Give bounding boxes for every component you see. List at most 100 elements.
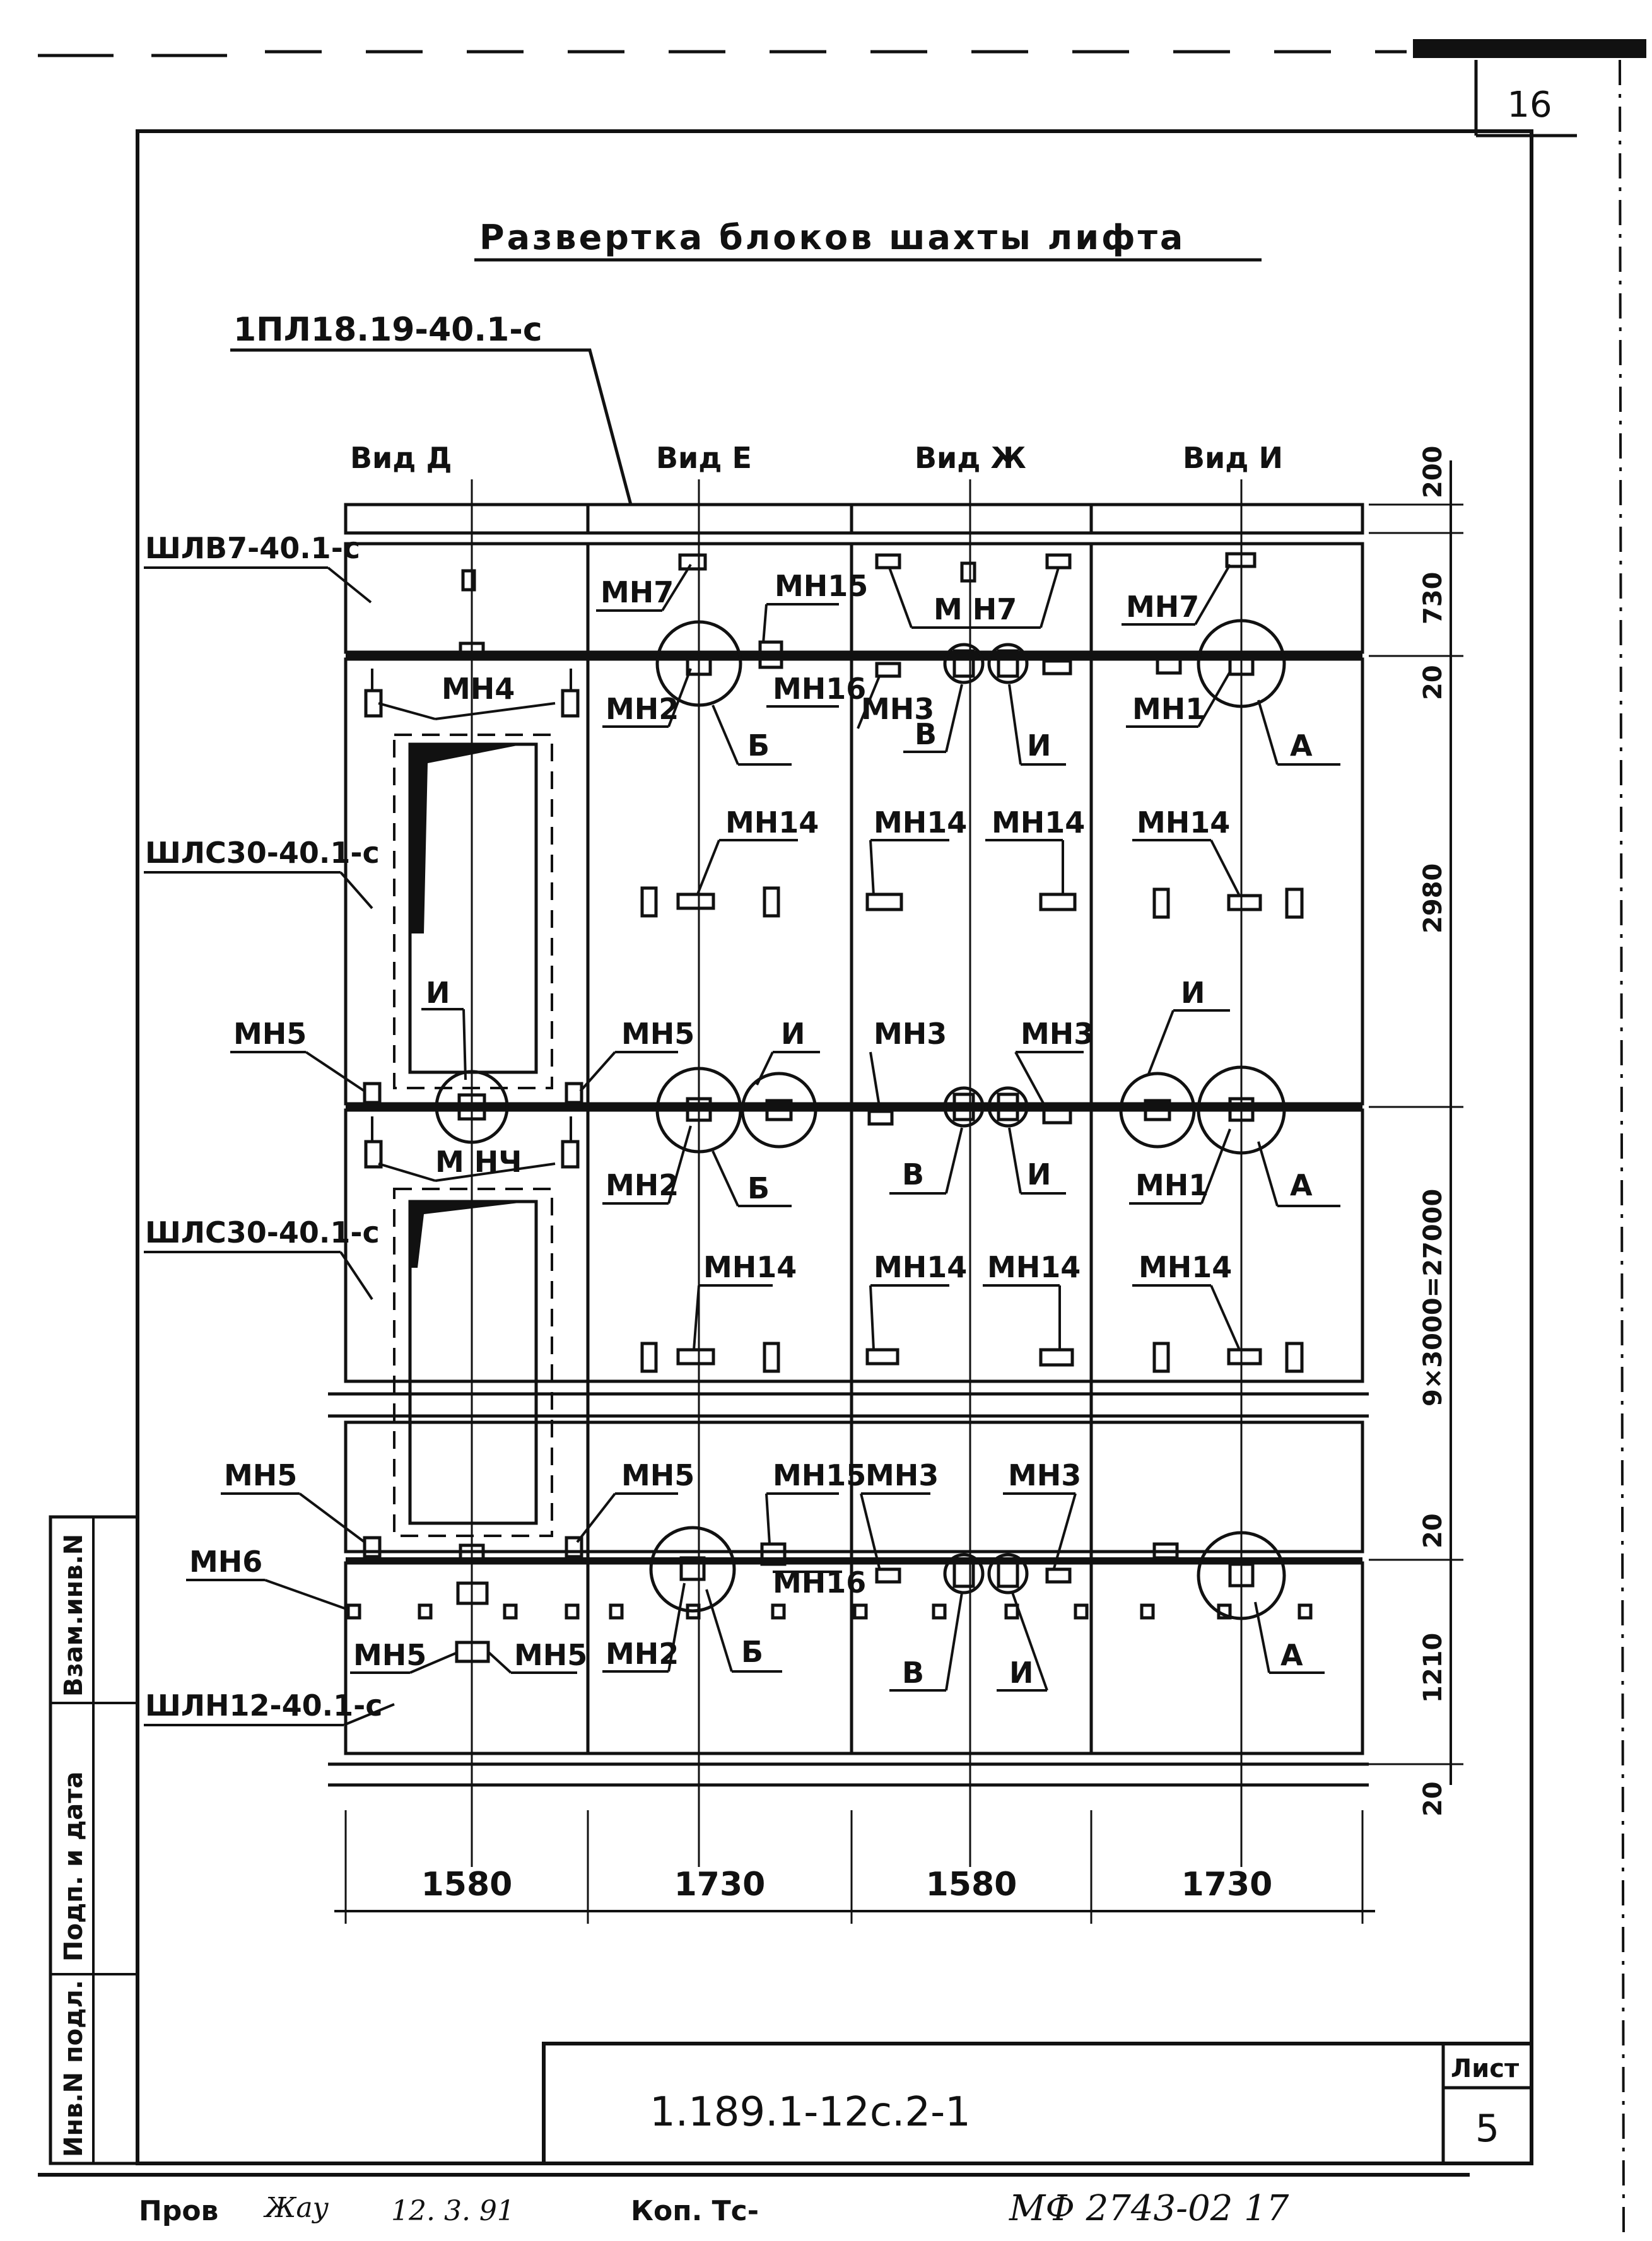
left-stamp-strip: Взам.инв.N Подп. и дата Инв.N подл. bbox=[49, 1515, 139, 2165]
mark-mn1-2: МН1 bbox=[1135, 1168, 1209, 1202]
top-callout-label: 1ПЛ18.19-40.1-с bbox=[233, 311, 542, 349]
mark-labels-top: МН7 МН15 М Н7 МН7 bbox=[596, 563, 1231, 644]
page-number-box: 16 bbox=[1474, 60, 1577, 138]
mark-v-1: В bbox=[915, 717, 937, 751]
stamp-side-label-2: Подп. и дата bbox=[59, 1772, 88, 1962]
mark-mn15: МН15 bbox=[775, 569, 868, 603]
sheet-label: Лист bbox=[1451, 2054, 1520, 2083]
dim-right-20b: 20 bbox=[1419, 1513, 1448, 1548]
dim-bottom-1580b: 1580 bbox=[926, 1866, 1017, 1904]
mark-labels-row2: МН4 МН2 МН16 Б МН3 В И МН1 А bbox=[371, 668, 1340, 766]
dim-bottom-1730b: 1730 bbox=[1181, 1866, 1273, 1904]
mark-mn14-zh3: МН14 bbox=[874, 1250, 967, 1284]
block-label-shls30-lower: ШЛС30-40.1-с bbox=[145, 1215, 380, 1249]
mark-mn15-2: МН15 bbox=[773, 1458, 866, 1492]
embedded-parts bbox=[346, 552, 1313, 1663]
dim-right-20c: 20 bbox=[1419, 1781, 1448, 1817]
mark-labels-row5: М НЧ МН2 Б В И МН1 А bbox=[371, 1116, 1340, 1207]
footer-signature: Жау bbox=[263, 2192, 329, 2224]
dim-right-200: 200 bbox=[1419, 446, 1448, 499]
dim-bottom-1730a: 1730 bbox=[674, 1866, 766, 1904]
mark-i-3: И bbox=[1009, 1656, 1034, 1690]
mark-mn3-3: МН3 bbox=[1021, 1017, 1094, 1051]
mark-mn7-zh: М Н7 bbox=[934, 592, 1017, 626]
bottom-dimension-chain: 1580 1730 1580 1730 bbox=[334, 1810, 1375, 1924]
mark-b-2: Б bbox=[747, 1171, 770, 1205]
mark-mn14-i2: МН14 bbox=[1139, 1250, 1232, 1284]
mark-i-2: И bbox=[1027, 1157, 1052, 1191]
mark-mn5-4: МН5 bbox=[621, 1458, 694, 1492]
mark-mn4: МН4 bbox=[442, 672, 515, 706]
mark-mn2-3: МН2 bbox=[606, 1637, 679, 1671]
mark-mn7-i: МН7 bbox=[1126, 590, 1199, 624]
mark-mn7: МН7 bbox=[600, 575, 674, 609]
mark-mn3: МН3 bbox=[861, 692, 934, 726]
dim-right-20a: 20 bbox=[1419, 665, 1448, 700]
axis-lines bbox=[471, 479, 1243, 1867]
mark-labels-row3: МН14 МН14 МН14 МН14 bbox=[696, 805, 1241, 896]
door-opening-lower bbox=[393, 1188, 553, 1537]
block-label-shlv7: ШЛВ7-40.1-с bbox=[145, 531, 360, 565]
mark-mn5-6: МН5 bbox=[514, 1638, 587, 1672]
view-label-e: Вид Е bbox=[656, 441, 752, 475]
view-label-zh: Вид Ж bbox=[915, 441, 1026, 475]
footer-archive: МФ 2743-02 17 bbox=[1009, 2188, 1289, 2229]
mark-a-3: А bbox=[1280, 1638, 1303, 1672]
mark-labels-row8: МН5 МН5 МН2 Б В И А bbox=[350, 1583, 1325, 1692]
mark-b-1: Б bbox=[747, 728, 770, 763]
shaft-blocks bbox=[328, 542, 1369, 1787]
mark-mn14-i: МН14 bbox=[1137, 805, 1230, 840]
mark-v-3: В bbox=[902, 1656, 924, 1690]
door-opening-upper bbox=[393, 734, 553, 1089]
mark-labels-row7: МН5 МН5 МН15 МН3 МН3 МН6 МН16 bbox=[186, 1458, 1081, 1611]
drawing-frame bbox=[136, 129, 1533, 2165]
right-dimension-chain: 200 730 20 2980 9×3000=27000 20 1210 20 bbox=[1369, 446, 1463, 1817]
mark-mn6: МН6 bbox=[189, 1545, 262, 1579]
mark-mn14-e: МН14 bbox=[725, 805, 819, 840]
mark-a-1: А bbox=[1290, 728, 1313, 763]
footer-check: Пров bbox=[139, 2195, 218, 2227]
top-slab bbox=[344, 503, 1364, 535]
mark-labels-row6: МН14 МН14 МН14 МН14 bbox=[693, 1250, 1241, 1350]
mark-mn14-zh4: МН14 bbox=[987, 1250, 1081, 1284]
dim-right-1210: 1210 bbox=[1419, 1633, 1448, 1703]
mark-b-3: Б bbox=[741, 1635, 763, 1669]
mark-mn4-2: М НЧ bbox=[435, 1145, 522, 1179]
block-label-shln12: ШЛН12-40.1-с bbox=[145, 1688, 383, 1723]
mark-labels-row4: И МН5 МН5 И МН3 МН3 И bbox=[230, 976, 1230, 1111]
dim-bottom-1580a: 1580 bbox=[421, 1866, 513, 1904]
footer: Пров Жау 12. 3. 91 Коп. Тс- МФ 2743-02 1… bbox=[38, 2173, 1470, 2229]
mark-mn5-5: МН5 bbox=[353, 1638, 426, 1672]
dim-right-2980: 2980 bbox=[1419, 863, 1448, 933]
top-edge bbox=[38, 39, 1646, 58]
sheet-number: 5 bbox=[1475, 2107, 1499, 2151]
mark-v-2: В bbox=[902, 1157, 924, 1191]
mark-mn3-5: МН3 bbox=[1008, 1458, 1081, 1492]
footer-date: 12. 3. 91 bbox=[391, 2195, 515, 2227]
dim-right-730: 730 bbox=[1419, 572, 1448, 625]
mark-mn16: МН16 bbox=[773, 672, 866, 706]
mark-mn2-2: МН2 bbox=[606, 1168, 679, 1202]
mark-mn14-zh2: МН14 bbox=[992, 805, 1085, 840]
mark-mn5-2: МН5 bbox=[621, 1017, 694, 1051]
footer-copied: Коп. Тс- bbox=[631, 2195, 759, 2227]
view-label-d: Вид Д bbox=[350, 441, 452, 475]
mark-i-i: И bbox=[1181, 976, 1205, 1010]
mark-mn3-4: МН3 bbox=[865, 1458, 939, 1492]
mark-i-1: И bbox=[1027, 728, 1052, 763]
mark-a-2: А bbox=[1290, 1168, 1313, 1202]
stamp-side-label-1: Взам.инв.N bbox=[59, 1534, 88, 1697]
mark-i-e: И bbox=[781, 1017, 805, 1051]
detail-circles bbox=[435, 619, 1286, 1620]
mark-mn2: МН2 bbox=[606, 692, 679, 726]
view-label-i: Вид И bbox=[1183, 441, 1283, 475]
mark-mn3-2: МН3 bbox=[874, 1017, 947, 1051]
doc-code: 1.189.1-12с.2-1 bbox=[650, 2089, 971, 2136]
mark-mn5-1: МН5 bbox=[233, 1017, 307, 1051]
drawing-title: Развертка блоков шахты лифта bbox=[479, 218, 1185, 257]
page-number: 16 bbox=[1507, 85, 1552, 126]
mark-mn14-zh1: МН14 bbox=[874, 805, 967, 840]
title-block: 1.189.1-12с.2-1 Лист 5 bbox=[542, 2042, 1532, 2163]
stamp-side-label-3: Инв.N подл. bbox=[59, 1980, 88, 2157]
